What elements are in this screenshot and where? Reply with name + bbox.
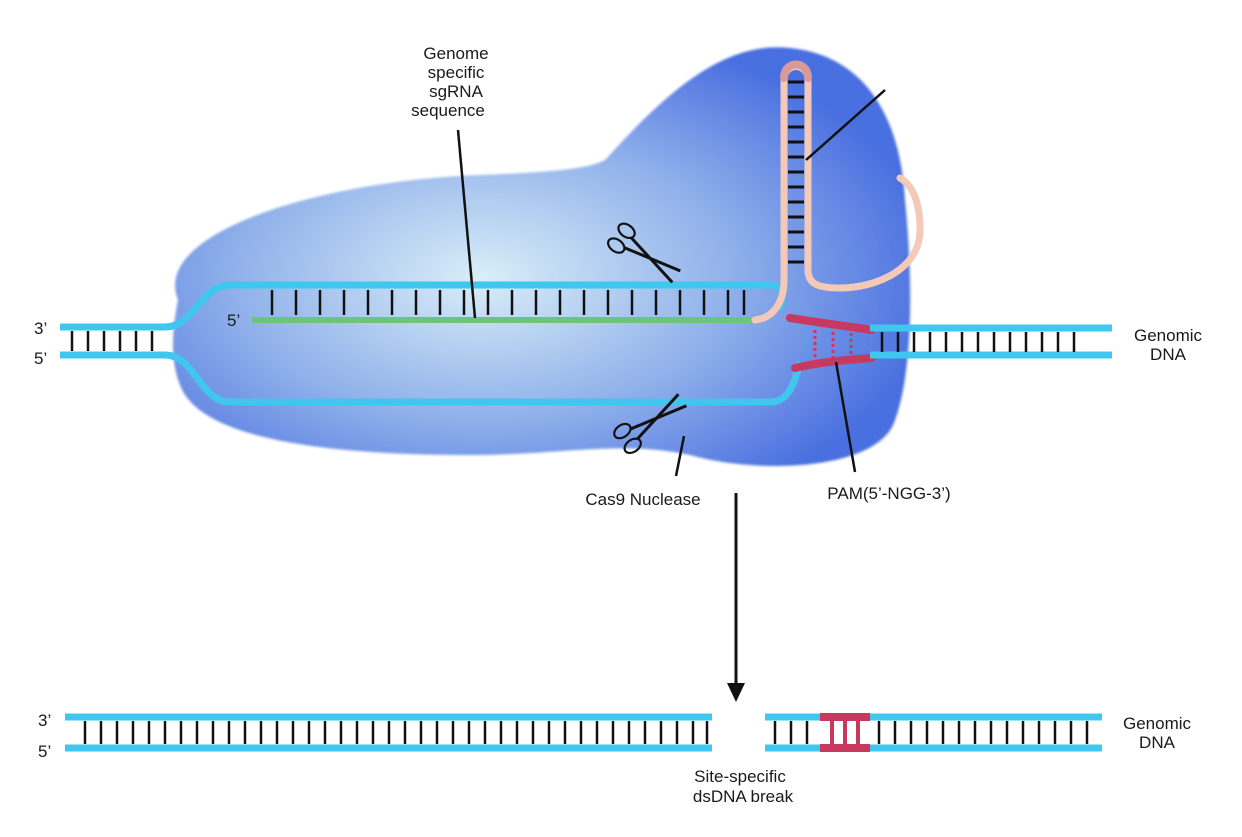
base-pairs-stem-loop: [788, 80, 804, 264]
pointer-sgrna: [456, 129, 477, 319]
end-label-5prime-bottom: 5’: [38, 742, 51, 761]
base-pairs-cleaved-right: [773, 721, 1089, 744]
genomic-dna-label-top-line1: Genomic: [1134, 326, 1203, 345]
pam-segment-cleaved: [820, 713, 870, 752]
cas9-label: Cas9 Nuclease: [585, 490, 700, 509]
end-label-5prime-top: 5’: [34, 349, 47, 368]
end-label-3prime-top: 3’: [34, 319, 47, 338]
sgrna-loop-tip: [780, 60, 812, 82]
sgrna-label-line3: sgRNA: [429, 82, 484, 101]
process-arrow: [727, 493, 745, 702]
sgrna-label-line1: Genome: [423, 44, 488, 63]
pointer-pam: [834, 361, 857, 473]
break-label-line1: Site-specific: [694, 767, 786, 786]
scissors-icon: [613, 393, 688, 455]
pointer-cas9: [674, 435, 686, 477]
pointer-stem-loop: [805, 89, 886, 161]
break-label-line2: dsDNA break: [693, 787, 794, 806]
base-pairs-left: [70, 331, 154, 351]
pam-label: PAM(5’-NGG-3’): [827, 484, 950, 503]
pointer-lines: [456, 89, 886, 477]
base-pairs-right: [880, 332, 1076, 352]
dna-bottom-strand-unwound: [164, 351, 804, 406]
sgrna-label: Genome specific sgRNA sequence: [411, 44, 488, 120]
end-label-3prime-bottom: 3’: [38, 711, 51, 730]
dna-left-flank: [60, 323, 165, 359]
dna-right-flank: [870, 324, 1112, 359]
cas9-protein-shape: [173, 47, 911, 466]
sgrna-label-line2: specific: [428, 63, 485, 82]
sgrna-scaffold: [751, 63, 924, 324]
end-label-5prime-sgrna: 5’: [227, 311, 240, 330]
pam-site: [786, 314, 876, 372]
base-pairs-guide: [270, 290, 746, 315]
base-pairs-cleaved-left: [83, 721, 709, 744]
genomic-dna-label-bottom-line1: Genomic: [1123, 714, 1192, 733]
genomic-dna-label-bottom-line2: DNA: [1139, 733, 1176, 752]
sgrna-label-line4: sequence: [411, 101, 485, 120]
genomic-dna-label-top-line2: DNA: [1150, 345, 1187, 364]
cleaved-dna-left: [65, 713, 712, 752]
scissors-icon: [607, 222, 681, 284]
cleaved-dna-right: [765, 713, 1102, 752]
